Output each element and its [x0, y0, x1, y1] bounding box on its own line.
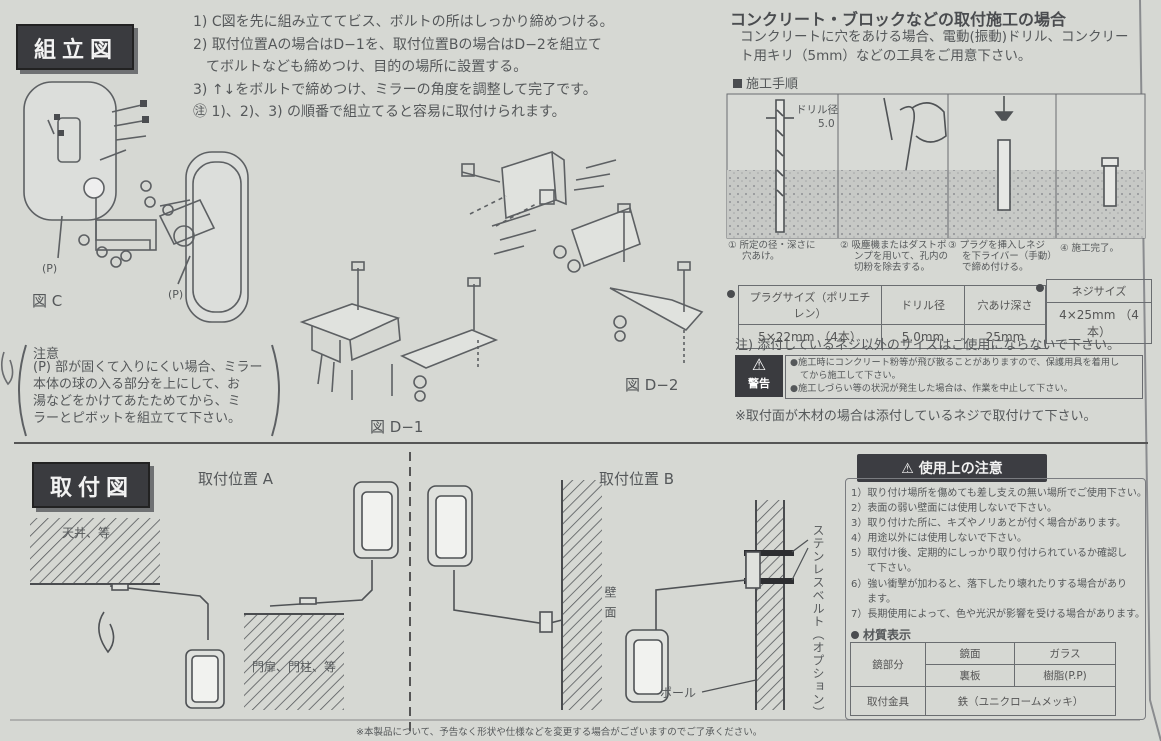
material-table: 鏡部分 鏡面 ガラス 裏板 樹脂(P.P) 取付金具 鉄（ユニクロームメッキ） [850, 642, 1116, 716]
mounting-header: 取付図 [32, 462, 151, 508]
concrete-title: コンクリート・ブロックなどの取付施工の場合 [730, 10, 1067, 29]
warning-badge: ⚠ 警告 [735, 355, 783, 397]
mat-mirror-part: 鏡部分 [850, 642, 926, 687]
stainless-belt-label: ステンレスベルト（オプション） [811, 524, 825, 719]
position-a-label: 取付位置 A [198, 470, 274, 488]
th-drill: ドリル径 [881, 285, 965, 325]
p-label-right: (P) [168, 288, 184, 301]
td-depth: 25mm [964, 324, 1046, 349]
td-plug: 5×22mm （4本） [738, 324, 882, 349]
mat-fitting: 取付金具 [850, 686, 926, 716]
warning-triangle-icon: ⚠ [901, 461, 919, 477]
mat-back: 裏板 [925, 664, 1015, 687]
pole-label: ポール [660, 686, 697, 700]
step-2: 2) 取付位置Aの場合はD−1を、取付位置Bの場合はD−2を組立て [193, 36, 602, 53]
proc-step-4: ④ 施工完了。 [1060, 243, 1120, 254]
usage-box [845, 478, 1146, 720]
plug-table: プラグサイズ（ポリエチレン） ドリル径 穴あけ深さ 5×22mm （4本） 5.… [738, 285, 1046, 349]
fig-d1-label: 図 D−1 [370, 418, 424, 436]
th-depth: 穴あけ深さ [964, 285, 1046, 325]
position-b-label: 取付位置 B [599, 470, 675, 488]
wood-note: ※取付面が木材の場合は添付しているネジで取付けて下さい。 [735, 409, 1097, 424]
proc-step-1: ① 所定の径・深さに 穴あけ。 [728, 240, 816, 262]
p-label-left: (P) [42, 262, 58, 275]
caution-text: (P) 部が固くて入りにくい場合、ミラー 本体の球の入る部分を上にして、お 湯な… [33, 360, 263, 426]
proc-step-3: ③ プラグを挿入しネジ を下ライバー（手動） で締め付ける。 [948, 240, 1057, 273]
td-screw: 4×25mm （4本） [1046, 302, 1152, 344]
step-1: 1) C図を先に組み立ててビス、ボルトの所はしっかり締めつける。 [193, 14, 614, 30]
th-screw: ネジサイズ [1046, 279, 1152, 303]
material-title: 材質表示 [851, 626, 911, 643]
screw-table: ネジサイズ 4×25mm （4本） [1046, 279, 1152, 344]
proc-step-2: ② 吸塵機またはダストポ ンプを用いて、孔内の 切粉を除去する。 [840, 240, 948, 273]
fig-c-label: 図 C [32, 292, 63, 310]
mat-mirror: 鏡面 [925, 642, 1015, 665]
fig-d2-label: 図 D−2 [625, 376, 679, 394]
drill-diameter: ドリル径 5.0 [796, 104, 838, 130]
square-bullet-icon [733, 79, 742, 88]
wall-label: 壁面 [603, 586, 617, 626]
usage-title: ⚠ 使用上の注意 [857, 454, 1047, 482]
assembly-header: 組立図 [16, 24, 135, 70]
concrete-subtitle: コンクリートに穴をあける場合、電動(振動)ドリル、コンクリー ト用キリ（5mm）… [740, 29, 1129, 64]
warning-triangle-icon: ⚠ [751, 355, 767, 374]
gate-label: 門扉、門柱、等 [252, 660, 337, 674]
caution-title: 注意 [33, 347, 60, 362]
ceiling-label: 天井、等 [62, 526, 111, 540]
bullet-icon [1036, 284, 1044, 292]
usage-list: 1）取り付け場所を傷めても差し支えの無い場所でご使用下さい。 2）表面の弱い壁面… [851, 488, 1147, 620]
mat-glass: ガラス [1014, 642, 1116, 665]
step-3: 3) ↑↓をボルトで締めつけ、ミラーの角度を調整して完了です。 [193, 81, 597, 98]
step-note: ㊟ 1)、2)、3) の順番で組立てると容易に取付けられます。 [193, 104, 566, 120]
warning-box [785, 355, 1143, 399]
procedure-label: 施工手順 [733, 73, 798, 92]
bullet-icon [851, 631, 859, 639]
bullet-icon [727, 290, 735, 298]
mat-resin: 樹脂(P.P) [1014, 664, 1116, 687]
footer-note: ※本製品について、予告なく形状や仕様などを変更する場合がございますのでご了承くだ… [356, 727, 763, 738]
warning-text: ●施工時にコンクリート粉等が飛び散ることがありますので、保護用具を着用し てから… [790, 357, 1120, 394]
assembly-steps: 1) C図を先に組み立ててビス、ボルトの所はしっかり締めつける。 2) 取付位置… [193, 11, 614, 124]
step-2-cont: てボルトなども締めつけ、目的の場所に設置する。 [206, 59, 528, 75]
mat-iron: 鉄（ユニクロームメッキ） [925, 686, 1116, 716]
th-plug: プラグサイズ（ポリエチレン） [738, 285, 882, 325]
screw-note: 注) 添付しているネジ以外のサイズはご使用にならないで下さい。 [735, 338, 1121, 353]
